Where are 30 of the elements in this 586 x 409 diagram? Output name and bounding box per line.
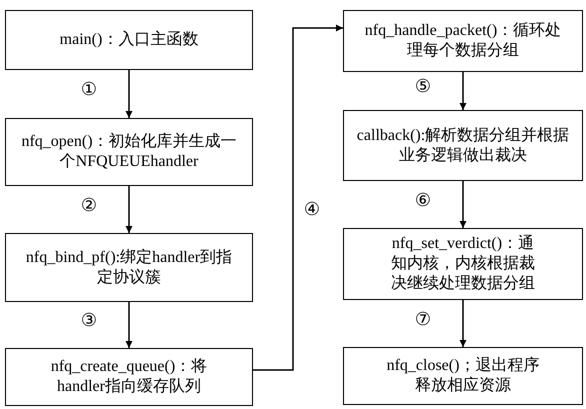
arrow	[460, 181, 466, 228]
step-number: ④	[304, 201, 320, 219]
process-box	[5, 233, 253, 302]
box-text: callback():解析数据分组并根据业务逻辑做出裁决	[356, 126, 570, 166]
box-text: nfq_bind_pf():绑定handler到指定协议簇	[24, 248, 234, 288]
arrow	[126, 70, 132, 118]
process-box	[343, 110, 583, 181]
process-box	[5, 348, 253, 406]
process-box	[5, 118, 253, 186]
box-text: main()：入口主函数	[60, 30, 198, 50]
arrow	[460, 300, 466, 347]
box-text: nfq_create_queue()：将handler指向缓存队列	[50, 357, 208, 397]
step-number: ⑤	[414, 78, 432, 96]
step-number: ⑦	[414, 310, 432, 328]
step-number: ②	[80, 196, 98, 214]
arrow	[126, 302, 132, 348]
step-number: ⑥	[414, 192, 432, 210]
box-text: nfq_set_verdict()：通知内核，内核根据裁决继续处理数据分组	[390, 234, 536, 294]
step-number: ③	[80, 312, 98, 330]
box-text: nfq_open()：初始化库并生成一个NFQUEUEhandler	[20, 132, 238, 172]
arrow	[126, 186, 132, 233]
arrow	[460, 72, 466, 110]
process-box	[343, 347, 583, 405]
process-box	[343, 228, 583, 300]
process-box	[5, 10, 253, 70]
box-text: nfq_handle_packet()：循环处理每个数据分组	[364, 21, 562, 61]
step-number: ①	[80, 81, 98, 99]
process-box	[343, 10, 583, 72]
arrow	[253, 24, 343, 371]
box-text: nfq_close()；退出程序释放相应资源	[386, 356, 540, 396]
